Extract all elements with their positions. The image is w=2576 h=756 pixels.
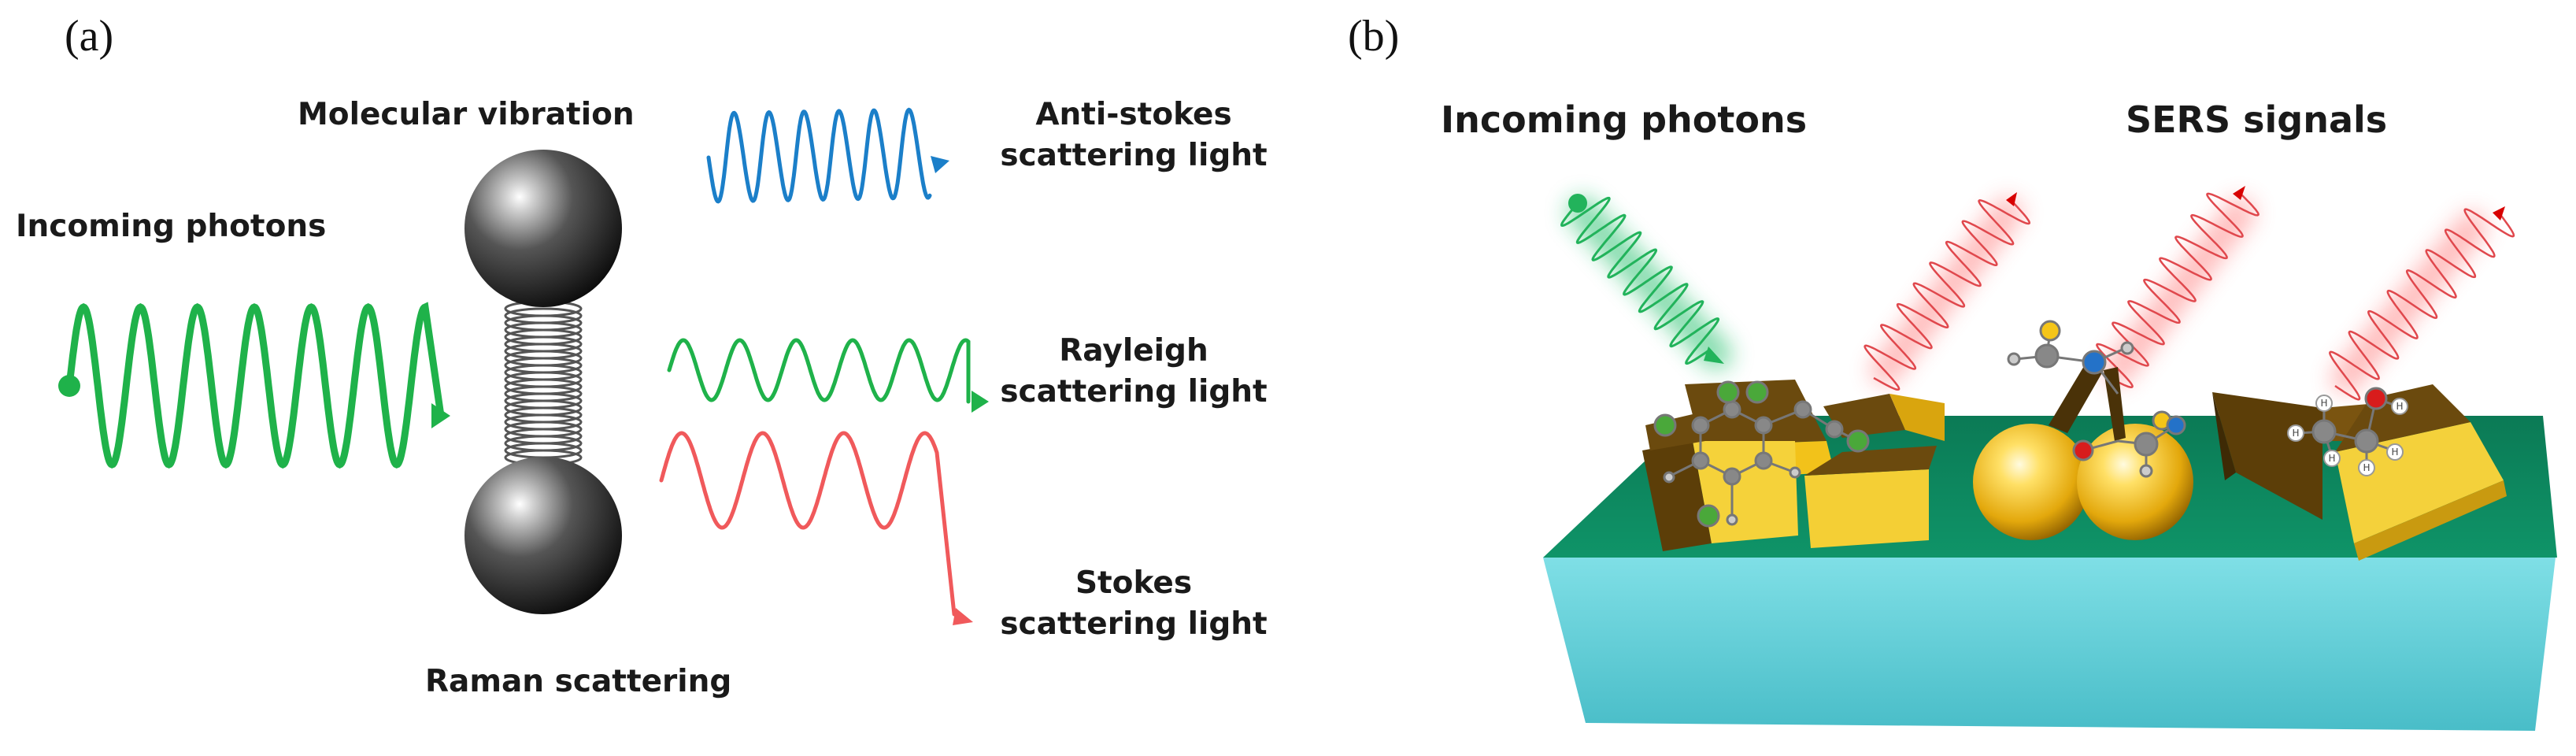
rayleigh-line-2: scattering light bbox=[1000, 374, 1268, 410]
rayleigh-line-1: Rayleigh bbox=[1059, 333, 1208, 369]
stokes-label: Stokes scattering light bbox=[976, 563, 1291, 645]
panel-a-letter: (a) bbox=[65, 12, 114, 61]
beam-source-dot bbox=[1568, 194, 1587, 213]
rayleigh-wave bbox=[667, 338, 989, 413]
incoming-photons-label-a: Incoming photons bbox=[16, 209, 327, 244]
incoming-photons-label-b: Incoming photons bbox=[1441, 98, 1808, 141]
upper-atom-sphere bbox=[464, 150, 622, 307]
stokes-line-1: Stokes bbox=[1075, 565, 1193, 601]
sers-signal-2 bbox=[2096, 186, 2260, 388]
stokes-arrowhead bbox=[953, 608, 973, 625]
sers-signals-label: SERS signals bbox=[2126, 98, 2388, 141]
gold-nanosphere-right bbox=[2077, 424, 2193, 540]
spring bbox=[504, 300, 583, 466]
anti-stokes-line-1: Anti-stokes bbox=[1035, 97, 1232, 132]
beam-arrowhead bbox=[1704, 346, 1724, 364]
hydrogen-label-6: H bbox=[2396, 401, 2403, 412]
raman-scattering-label: Raman scattering bbox=[425, 664, 732, 699]
panel-b-letter: (b) bbox=[1348, 12, 1400, 61]
hydrogen-atom-4 bbox=[2386, 443, 2404, 461]
sers-arrowhead-3 bbox=[2493, 206, 2505, 220]
sers-signal-1 bbox=[1864, 192, 2031, 391]
anti-stokes-line-2: scattering light bbox=[1000, 138, 1268, 173]
hydrogen-label-5: H bbox=[2363, 462, 2370, 473]
anti-stokes-label: Anti-stokes scattering light bbox=[976, 94, 1291, 176]
substrate-front-face bbox=[1543, 558, 2556, 731]
gold-block-cluster-left bbox=[1642, 380, 1945, 551]
sers-arrowhead-1 bbox=[2006, 192, 2017, 206]
incoming-beam-b bbox=[1560, 194, 1732, 370]
lower-atom-sphere bbox=[464, 457, 622, 614]
hydrogen-label-1: H bbox=[2320, 398, 2327, 409]
molecule-middle bbox=[2007, 320, 2186, 478]
sers-arrowhead-2 bbox=[2233, 186, 2245, 200]
gold-nanosphere-left bbox=[1973, 424, 2089, 540]
hydrogen-atom-1 bbox=[2315, 395, 2333, 412]
gold-block-cluster-right bbox=[2212, 384, 2507, 561]
hydrogen-label-4: H bbox=[2391, 447, 2398, 458]
molecule-left bbox=[1653, 380, 1870, 528]
molecule-right: H H H H H H bbox=[2287, 387, 2408, 476]
stokes-wave bbox=[659, 431, 973, 625]
rayleigh-label: Rayleigh scattering light bbox=[976, 331, 1291, 413]
rayleigh-arrowhead bbox=[972, 391, 989, 413]
hydrogen-atom-3 bbox=[2323, 450, 2341, 467]
hydrogen-atom-5 bbox=[2358, 459, 2375, 476]
molecular-vibration-label: Molecular vibration bbox=[298, 97, 635, 132]
hydrogen-atom-2 bbox=[2287, 424, 2304, 442]
stokes-line-2: scattering light bbox=[1000, 606, 1268, 642]
anti-stokes-arrowhead bbox=[931, 156, 949, 173]
hydrogen-label-2: H bbox=[2292, 428, 2299, 439]
anti-stokes-wave bbox=[706, 107, 949, 204]
hydrogen-atom-6 bbox=[2391, 398, 2408, 415]
incoming-wave-a bbox=[58, 302, 450, 469]
sers-signal-3 bbox=[2329, 206, 2515, 401]
hydrogen-label-3: H bbox=[2328, 453, 2335, 464]
incoming-arrowhead bbox=[431, 403, 450, 428]
